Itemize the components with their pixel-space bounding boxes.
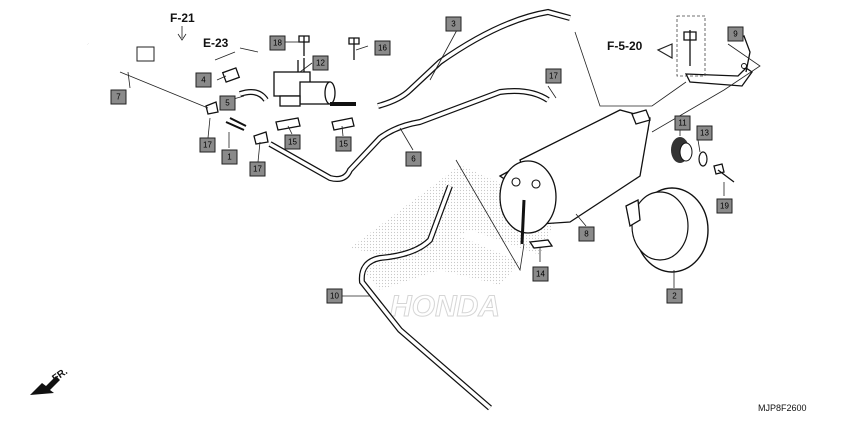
ref-f21: F-21 — [170, 11, 195, 25]
bolt-16 — [348, 37, 360, 60]
callout-3: 3 — [445, 16, 462, 32]
bracket — [684, 35, 753, 87]
svg-text:13: 13 — [700, 129, 709, 138]
svg-text:11: 11 — [678, 119, 687, 128]
callout-7: 7 — [110, 89, 127, 105]
svg-text:2: 2 — [672, 292, 677, 301]
clamp-17b — [253, 131, 269, 145]
callout-16: 16 — [374, 40, 391, 56]
blank-ref-box — [136, 46, 155, 62]
hose-10-inner — [360, 185, 492, 410]
callout-19: 19 — [716, 198, 733, 214]
svg-text:15: 15 — [288, 138, 297, 147]
mounting-band — [625, 187, 709, 273]
ref-e23: E-23 — [203, 36, 229, 50]
callout-10: 10 — [326, 288, 343, 304]
svg-text:12: 12 — [316, 59, 325, 68]
svg-text:15: 15 — [339, 140, 348, 149]
callout-15-left: 15 — [284, 134, 301, 150]
callout-17-top: 17 — [545, 68, 562, 84]
callout-17-bottom: 17 — [249, 161, 266, 177]
svg-text:17: 17 — [549, 72, 558, 81]
bolt-18 — [298, 35, 310, 56]
clip-14 — [528, 239, 554, 249]
svg-text:5: 5 — [225, 99, 230, 108]
callout-15-right: 15 — [335, 136, 352, 152]
svg-text:17: 17 — [203, 141, 212, 150]
callout-6: 6 — [405, 151, 422, 167]
svg-text:18: 18 — [273, 39, 282, 48]
svg-text:14: 14 — [536, 270, 545, 279]
canister — [498, 109, 651, 245]
ref-f21-arrow — [177, 26, 187, 41]
callout-9: 9 — [727, 26, 744, 42]
clip-15b — [331, 117, 355, 131]
grommet — [671, 137, 693, 163]
hose-6-inner — [269, 89, 549, 181]
solenoid-valve — [273, 58, 356, 107]
ref-e23-leader — [214, 47, 259, 61]
svg-text:8: 8 — [584, 230, 589, 239]
callout-14: 14 — [532, 266, 549, 282]
bolt-dashed-box — [676, 15, 706, 77]
callout-13: 13 — [696, 125, 713, 141]
svg-text:4: 4 — [201, 76, 206, 85]
callout-4: 4 — [195, 72, 212, 88]
part-4-joint — [221, 67, 241, 83]
svg-text:9: 9 — [733, 30, 738, 39]
clamp-17a — [205, 101, 219, 115]
callout-2: 2 — [666, 288, 683, 304]
diagram-code: MJP8F2600 — [758, 403, 807, 413]
watermark-text: HONDA — [390, 290, 500, 323]
svg-text:10: 10 — [330, 292, 339, 301]
wing-logo-lower — [362, 232, 520, 290]
front-arrow: FR. — [30, 366, 70, 395]
ref-f520: F-5-20 — [607, 39, 643, 53]
hose-5-inner — [239, 90, 268, 102]
hose-7-inner — [87, 42, 170, 82]
svg-text:7: 7 — [116, 93, 121, 102]
callout-5: 5 — [219, 95, 236, 111]
washer — [698, 151, 708, 167]
ref-f520-arrow — [656, 43, 673, 60]
callouts: 7 3 4 5 18 12 16 17 9 11 13 19 6 8 2 14 … — [110, 16, 744, 304]
clip-15a — [275, 117, 301, 131]
callout-17-left: 17 — [199, 137, 216, 153]
svg-text:3: 3 — [451, 20, 456, 29]
svg-text:19: 19 — [720, 202, 729, 211]
bracket-bolt — [683, 30, 697, 66]
svg-text:16: 16 — [378, 44, 387, 53]
callout-18: 18 — [269, 35, 286, 51]
joint-1 — [225, 117, 247, 131]
svg-text:6: 6 — [411, 155, 416, 164]
bolt-19 — [713, 163, 735, 183]
svg-text:17: 17 — [253, 165, 262, 174]
hose-3-inner — [377, 10, 571, 108]
callout-12: 12 — [312, 55, 329, 71]
callout-8: 8 — [578, 226, 595, 242]
callout-11: 11 — [674, 115, 691, 131]
callout-1: 1 — [221, 149, 238, 165]
svg-text:1: 1 — [227, 153, 232, 162]
